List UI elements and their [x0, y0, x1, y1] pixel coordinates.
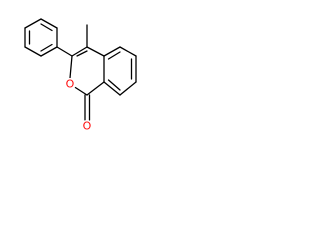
- ring-oxygen-atom: O: [64, 78, 76, 91]
- carbonyl-oxygen-atom: O: [81, 120, 93, 133]
- c3-c4-bond: [71, 46, 88, 57]
- benzo-bond-1: [103, 46, 121, 57]
- phenyl-bond-3: [24, 46, 42, 57]
- c1-o2-bond: [72, 85, 88, 96]
- benzo-inner-bond-1: [107, 51, 121, 60]
- chemical-structure-diagram: O O: [24, 18, 137, 133]
- ring-oxygen-label: O: [66, 78, 75, 91]
- c4-c4a-bond: [86, 46, 105, 57]
- benzo-bond-4: [119, 81, 137, 96]
- phenyl-ring: [24, 18, 58, 57]
- phenyl-inner-bond-2: [40, 43, 53, 52]
- phenyl-to-c3-bond: [56, 46, 73, 57]
- phenyl-bond-4: [40, 46, 58, 57]
- pyranone-ring: [69, 46, 105, 96]
- c3-c4-inner-bond: [76, 50, 88, 57]
- phenyl-bond-1: [24, 18, 42, 29]
- o2-c3-bond: [69, 55, 73, 79]
- benzo-inner-bond-3: [107, 79, 121, 91]
- benzo-bond-2: [119, 46, 137, 57]
- benzo-ring: [103, 46, 137, 96]
- c8a-c1-bond: [86, 81, 105, 96]
- benzo-bond-5: [103, 81, 121, 96]
- phenyl-inner-bond-3: [40, 23, 53, 32]
- phenyl-bond-6: [40, 18, 58, 29]
- carbonyl-oxygen-label: O: [83, 120, 92, 133]
